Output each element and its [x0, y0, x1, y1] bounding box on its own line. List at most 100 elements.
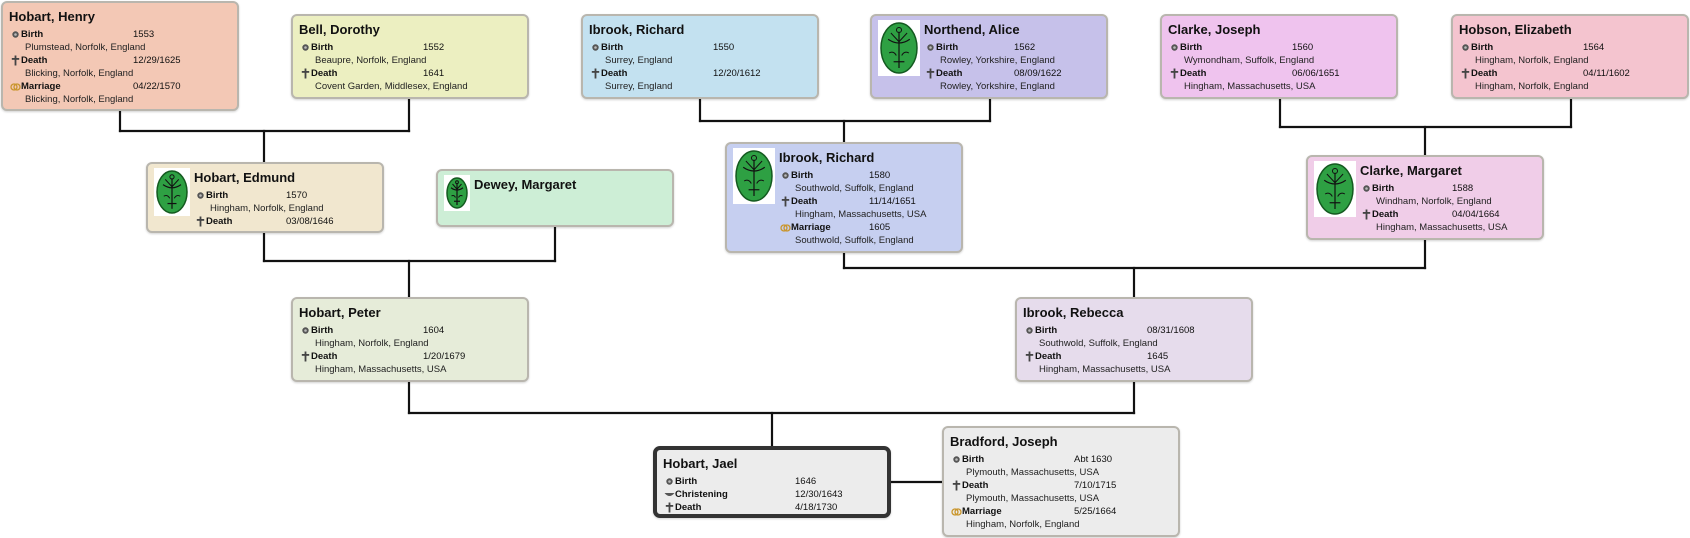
- event-date: 1/20/1679: [423, 351, 466, 362]
- event-row-death: Death 1641: [299, 67, 521, 80]
- event-date: 1570: [286, 190, 308, 201]
- portrait-placeholder-icon[interactable]: [733, 148, 775, 204]
- birth-icon: [1360, 183, 1372, 195]
- death-cross-icon: [299, 351, 311, 363]
- event-date: 1552: [423, 42, 445, 53]
- marriage-rings-icon: [950, 506, 962, 518]
- person-name: Hobart, Jael: [663, 456, 738, 471]
- event-date: 1550: [713, 42, 735, 53]
- birth-icon: [299, 42, 311, 54]
- event-date: 1641: [423, 68, 445, 79]
- event-label: Birth: [311, 42, 334, 53]
- death-cross-icon: [194, 216, 206, 228]
- event-label: Birth: [791, 170, 814, 181]
- event-place: Blicking, Norfolk, England: [25, 68, 134, 79]
- christening-icon: [663, 489, 675, 501]
- person-card-margaret-d[interactable]: Dewey, Margaret: [436, 169, 674, 227]
- event-date: 12/30/1643: [795, 489, 843, 500]
- person-name: Hobart, Henry: [9, 9, 95, 24]
- event-date: 11/14/1651: [869, 196, 916, 207]
- birth-icon: [663, 476, 675, 488]
- event-date: 1564: [1583, 42, 1605, 53]
- event-label: Death: [791, 196, 818, 207]
- death-cross-icon: [589, 68, 601, 80]
- death-cross-icon: [779, 196, 791, 208]
- death-cross-icon: [1023, 351, 1035, 363]
- portrait-placeholder-icon[interactable]: [444, 175, 470, 211]
- event-place: Blicking, Norfolk, England: [25, 94, 134, 105]
- person-name: Dewey, Margaret: [474, 177, 577, 192]
- event-label: Birth: [311, 325, 334, 336]
- event-place: Windham, Norfolk, England: [1376, 196, 1492, 207]
- event-label: Death: [601, 68, 628, 79]
- death-cross-icon: [1168, 68, 1180, 80]
- event-row-death: Death 1/20/1679: [299, 350, 521, 363]
- portrait-placeholder-icon[interactable]: [878, 20, 920, 76]
- event-label: Death: [206, 216, 233, 227]
- birth-icon: [924, 42, 936, 54]
- event-date: 12/29/1625: [133, 55, 181, 66]
- event-row-death: Death 11/14/1651: [779, 195, 955, 208]
- person-name: Clarke, Joseph: [1168, 22, 1261, 37]
- person-name: Bradford, Joseph: [950, 434, 1058, 449]
- event-label: Birth: [206, 190, 229, 201]
- event-place: Wymondham, Suffolk, England: [1184, 55, 1315, 66]
- event-place: Rowley, Yorkshire, England: [940, 55, 1055, 66]
- event-label: Death: [311, 68, 338, 79]
- event-label: Death: [311, 351, 338, 362]
- event-place: Hingham, Norfolk, England: [966, 519, 1080, 530]
- event-label: Death: [1372, 209, 1399, 220]
- event-place: Hingham, Massachusetts, USA: [315, 364, 447, 375]
- birth-icon: [299, 325, 311, 337]
- event-date: 03/08/1646: [286, 216, 334, 227]
- event-place: Southwold, Suffolk, England: [795, 235, 914, 246]
- event-date: 1580: [869, 170, 891, 181]
- event-label: Death: [1035, 351, 1062, 362]
- event-label: Birth: [1180, 42, 1203, 53]
- event-place: Hingham, Norfolk, England: [210, 203, 324, 214]
- event-place: Hingham, Norfolk, England: [315, 338, 429, 349]
- death-cross-icon: [950, 480, 962, 492]
- event-date: 04/22/1570: [133, 81, 181, 92]
- portrait-placeholder-icon[interactable]: [1314, 161, 1356, 217]
- event-place: Hingham, Massachusetts, USA: [1184, 81, 1316, 92]
- event-date: 08/09/1622: [1014, 68, 1062, 79]
- portrait-placeholder-icon[interactable]: [154, 168, 190, 216]
- person-name: Hobson, Elizabeth: [1459, 22, 1572, 37]
- event-label: Death: [21, 55, 48, 66]
- event-row-death: Death 12/29/1625: [9, 54, 231, 67]
- death-cross-icon: [9, 55, 21, 67]
- person-name: Ibrook, Richard: [779, 150, 875, 165]
- event-place: Plymouth, Massachusetts, USA: [966, 493, 1100, 504]
- event-date: 08/31/1608: [1147, 325, 1195, 336]
- event-row-birth: Birth 1580: [779, 169, 955, 182]
- event-place: Surrey, England: [605, 55, 673, 66]
- event-place: Southwold, Suffolk, England: [1039, 338, 1158, 349]
- event-date: 1553: [133, 29, 155, 40]
- event-place: Beaupre, Norfolk, England: [315, 55, 427, 66]
